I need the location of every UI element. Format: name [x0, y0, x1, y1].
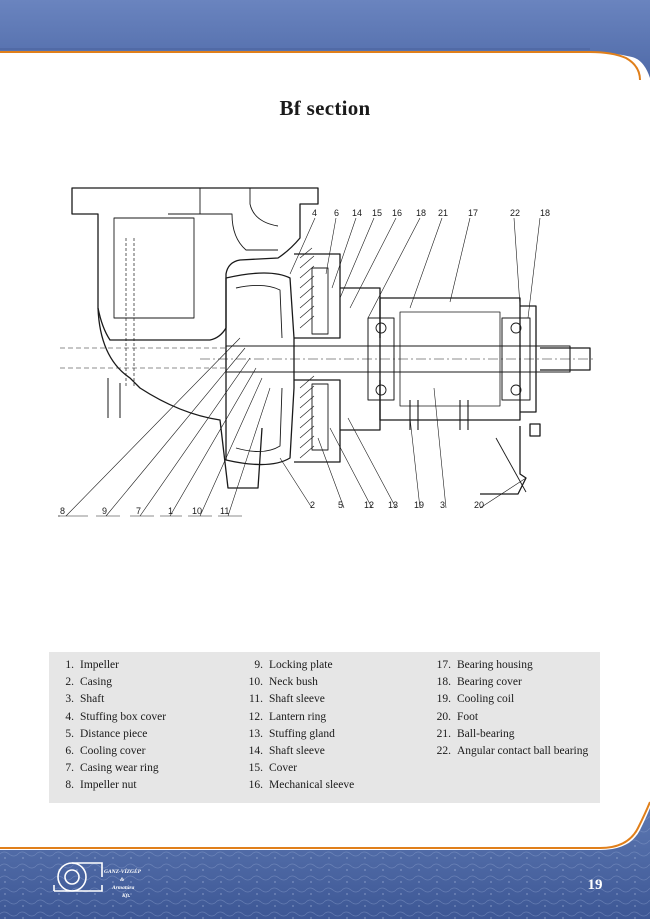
logo-text: Kft.	[122, 893, 131, 899]
legend-item: 6.Cooling cover	[65, 744, 146, 757]
callout-label: 20	[474, 500, 484, 510]
legend-item: 4.Stuffing box cover	[65, 710, 167, 723]
legend-item: 17.Bearing housing	[436, 659, 533, 671]
legend-item: 15.Cover	[248, 762, 298, 775]
page-number: 19	[587, 877, 603, 893]
pump-section-drawing: 4 6 14 15 16 18 21 17 22 18 8 9 7 1 10 1…	[58, 187, 595, 517]
callout-label: 22	[510, 208, 520, 218]
legend-item: 18.Bearing cover	[436, 676, 522, 689]
logo-text: Armatúra	[112, 885, 135, 891]
legend-item: 13.Stuffing gland	[248, 727, 335, 740]
legend-item: 19.Cooling coil	[436, 693, 515, 706]
legend-item: 3.Shaft	[65, 693, 105, 706]
parts-legend: 1.Impeller 2.Casing 3.Shaft 4.Stuffing b…	[49, 652, 600, 803]
legend-item: 10.Neck bush	[248, 676, 318, 689]
callout-label: 12	[364, 500, 374, 510]
callout-label: 14	[352, 208, 362, 218]
callout-label: 17	[468, 208, 478, 218]
legend-item: 8.Impeller nut	[65, 779, 137, 792]
legend-item: 12.Lantern ring	[248, 710, 327, 723]
legend-item: 11.Shaft sleeve	[249, 693, 325, 706]
legend-item: 20.Foot	[436, 710, 479, 723]
company-logo: GANZ-VÍZGÉP & Armatúra Kft.	[50, 855, 150, 905]
callout-label: 11	[220, 506, 229, 516]
callout-label: 19	[414, 500, 424, 510]
callout-label: 16	[392, 208, 402, 218]
callout-label: 15	[372, 208, 382, 218]
callout-label: 21	[438, 208, 448, 218]
legend-column-3: 17.Bearing housing 18.Bearing cover 19.C…	[427, 657, 589, 760]
callout-label: 8	[60, 506, 65, 516]
legend-item: 2.Casing	[65, 676, 112, 689]
legend-item: 16.Mechanical sleeve	[248, 779, 355, 792]
callout-label: 1	[168, 506, 173, 516]
legend-item: 1.Impeller	[65, 659, 119, 671]
callout-label: 3	[440, 500, 445, 510]
callout-label: 6	[334, 208, 339, 218]
legend-item: 14.Shaft sleeve	[248, 744, 325, 757]
legend-column-2: 9.Locking plate 10.Neck bush 11.Shaft sl…	[239, 657, 355, 795]
legend-item: 7.Casing wear ring	[65, 762, 159, 775]
header-band	[0, 0, 650, 80]
callout-label: 4	[312, 208, 317, 218]
legend-item: 21.Ball-bearing	[436, 727, 515, 740]
callout-label: 5	[338, 500, 343, 510]
callout-label: 2	[310, 500, 315, 510]
logo-text: &	[120, 877, 125, 883]
legend-item: 5.Distance piece	[65, 727, 148, 740]
logo-text: GANZ-VÍZGÉP	[104, 869, 141, 875]
footer-band	[0, 801, 650, 919]
callout-label: 7	[136, 506, 141, 516]
callout-label: 9	[102, 506, 107, 516]
callout-label: 18	[540, 208, 550, 218]
pump-logo-icon	[53, 862, 103, 892]
page-title: Bf section	[279, 96, 371, 120]
legend-item: 9.Locking plate	[254, 659, 333, 671]
callout-label: 10	[192, 506, 202, 516]
legend-item: 22.Angular contact ball bearing	[436, 744, 589, 757]
callout-label: 18	[416, 208, 426, 218]
legend-column-1: 1.Impeller 2.Casing 3.Shaft 4.Stuffing b…	[57, 657, 166, 795]
callout-label: 13	[388, 500, 398, 510]
